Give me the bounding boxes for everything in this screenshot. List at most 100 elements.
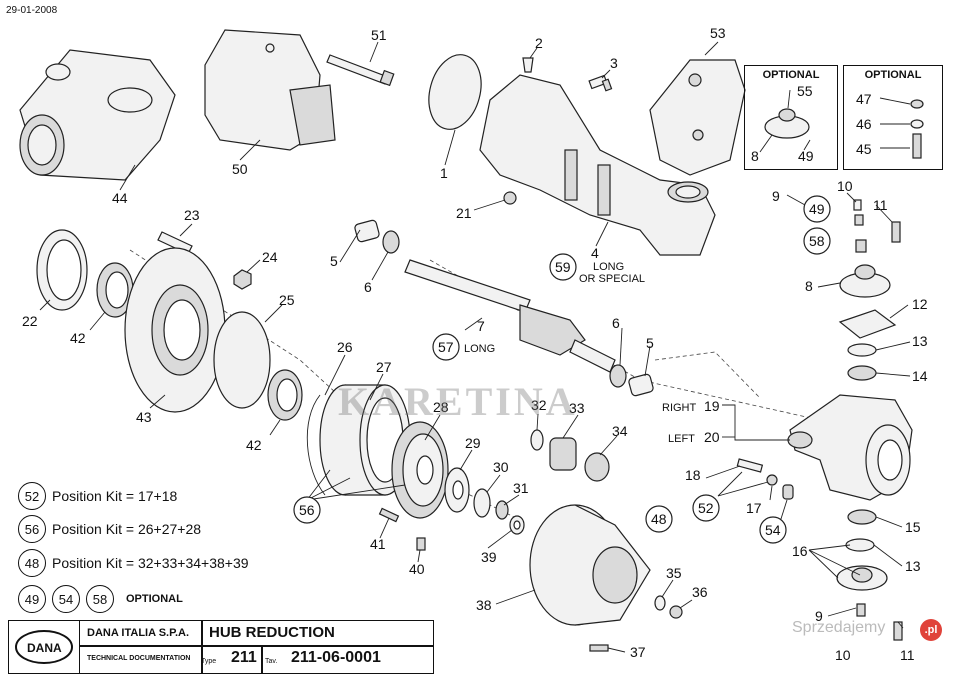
part-43-wheel-hub xyxy=(124,247,226,413)
part-6-seal-ring-lower xyxy=(609,364,627,388)
label-19: 19 xyxy=(704,398,720,414)
part-13-seal xyxy=(847,343,877,357)
label-38: 38 xyxy=(476,597,492,613)
part-35-o-ring xyxy=(654,595,666,611)
tav-label: Tav. xyxy=(265,658,278,665)
label-27: 27 xyxy=(376,359,392,375)
title-block: DANA DANA ITALIA S.P.A. TECHNICAL DOCUME… xyxy=(8,620,434,674)
dana-logo: DANA xyxy=(9,621,80,673)
part-40-bolt xyxy=(416,537,426,551)
circle-57: 57 xyxy=(438,339,454,355)
type-label: Type xyxy=(201,658,217,665)
label-40: 40 xyxy=(409,561,425,577)
optional-label-8: 8 xyxy=(751,148,759,164)
label-28: 28 xyxy=(433,399,449,415)
optional-part-45-stud xyxy=(912,133,922,159)
part-38-planet-cover xyxy=(529,504,651,626)
tav-value: 211-06-0001 xyxy=(291,649,381,666)
label-32: 32 xyxy=(531,397,547,413)
label-2: 2 xyxy=(535,35,543,51)
divider xyxy=(261,645,263,673)
part-5-bushing xyxy=(354,219,380,243)
part-29-thrust-washer xyxy=(444,467,470,513)
optional-part-46-washer xyxy=(910,119,924,129)
part-15-bearing xyxy=(847,509,877,525)
part-9-screw xyxy=(854,214,864,226)
label-35: 35 xyxy=(666,565,682,581)
circled-references: 49 58 59 57 56 52 54 48 xyxy=(293,195,831,544)
label-41: 41 xyxy=(370,536,386,552)
part-2-grease-fitting xyxy=(522,57,534,73)
part-41-pin xyxy=(378,507,400,523)
part-26-snap-ring xyxy=(306,394,326,496)
label-26: 26 xyxy=(337,339,353,355)
part-36-plug xyxy=(669,605,683,619)
label-39: 39 xyxy=(481,549,497,565)
label-9-lower: 9 xyxy=(815,608,823,624)
part-17-nut xyxy=(766,474,778,486)
label-12: 12 xyxy=(912,296,928,312)
label-11: 11 xyxy=(873,197,888,213)
optional-number-58: 58 xyxy=(86,585,114,613)
assembly-axis-line xyxy=(654,351,761,399)
part-numbers: 44 50 51 1 2 3 53 21 4 23 24 25 22 42 43… xyxy=(22,25,928,663)
part-9-screw-lower xyxy=(856,603,866,617)
divider xyxy=(201,621,203,673)
part-58-bushing-icon xyxy=(855,239,867,253)
label-30: 30 xyxy=(493,459,509,475)
kit-text-56: Position Kit = 26+27+28 xyxy=(52,521,202,537)
label-50: 50 xyxy=(232,161,248,177)
label-14: 14 xyxy=(912,368,928,384)
kit-legend-56: 56 Position Kit = 26+27+28 xyxy=(18,515,201,543)
label-9: 9 xyxy=(772,188,780,204)
label-11-lower: 11 xyxy=(900,647,915,663)
part-21-nut xyxy=(503,191,517,205)
part-10-grease-nipple xyxy=(853,199,862,211)
brand-logo-icon: .pl xyxy=(920,619,942,641)
part-33-planet-gear xyxy=(549,437,577,471)
optional-label-46: 46 xyxy=(856,116,872,132)
optional-box-title: OPTIONAL xyxy=(864,69,922,81)
circle-49: 49 xyxy=(809,201,825,217)
document-date: 29-01-2008 xyxy=(6,5,58,16)
label-34: 34 xyxy=(612,423,628,439)
part-37-screw xyxy=(589,644,609,652)
kit-number-48: 48 xyxy=(18,549,46,577)
brand-watermark: Sprzedajemy xyxy=(792,619,886,636)
circle-52: 52 xyxy=(698,500,714,516)
label-31: 31 xyxy=(513,480,529,496)
optional-box-title: OPTIONAL xyxy=(762,69,820,81)
part-6-seal-ring xyxy=(382,230,400,254)
caption-long-57: LONG xyxy=(464,343,495,355)
label-20: 20 xyxy=(704,429,720,445)
label-16: 16 xyxy=(792,543,808,559)
part-42-bearing-outer xyxy=(267,369,303,421)
optional-label-55: 55 xyxy=(797,83,813,99)
label-6-lower: 6 xyxy=(612,315,620,331)
optional-part-47-nut xyxy=(910,99,924,109)
label-18: 18 xyxy=(685,467,701,483)
drawing-title: HUB REDUCTION xyxy=(209,624,335,641)
part-8-king-pin-cap xyxy=(839,264,891,298)
part-22-seal xyxy=(36,229,88,311)
part-4-axle-beam xyxy=(479,74,716,256)
kit-text-52: Position Kit = 17+18 xyxy=(52,488,178,504)
label-37: 37 xyxy=(630,644,646,660)
label-4: 4 xyxy=(591,245,599,261)
label-29: 29 xyxy=(465,435,481,451)
label-15: 15 xyxy=(905,519,921,535)
leader-lines xyxy=(39,41,911,653)
part-18-bolt xyxy=(736,458,764,473)
optional-label-47: 47 xyxy=(856,91,872,107)
company-name: DANA ITALIA S.P.A. xyxy=(87,627,190,639)
caption-or-special: OR SPECIAL xyxy=(579,273,645,285)
label-51: 51 xyxy=(371,27,387,43)
part-24-nut xyxy=(233,269,252,290)
part-53-cover-housing xyxy=(649,59,746,176)
optional-legend-label: OPTIONAL xyxy=(126,593,183,605)
part-32-ring xyxy=(530,429,544,451)
kit-legend-48: 48 Position Kit = 32+33+34+38+39 xyxy=(18,549,249,577)
part-1-o-ring xyxy=(428,54,482,130)
optional-number-49: 49 xyxy=(18,585,46,613)
label-42-outer: 42 xyxy=(246,437,262,453)
